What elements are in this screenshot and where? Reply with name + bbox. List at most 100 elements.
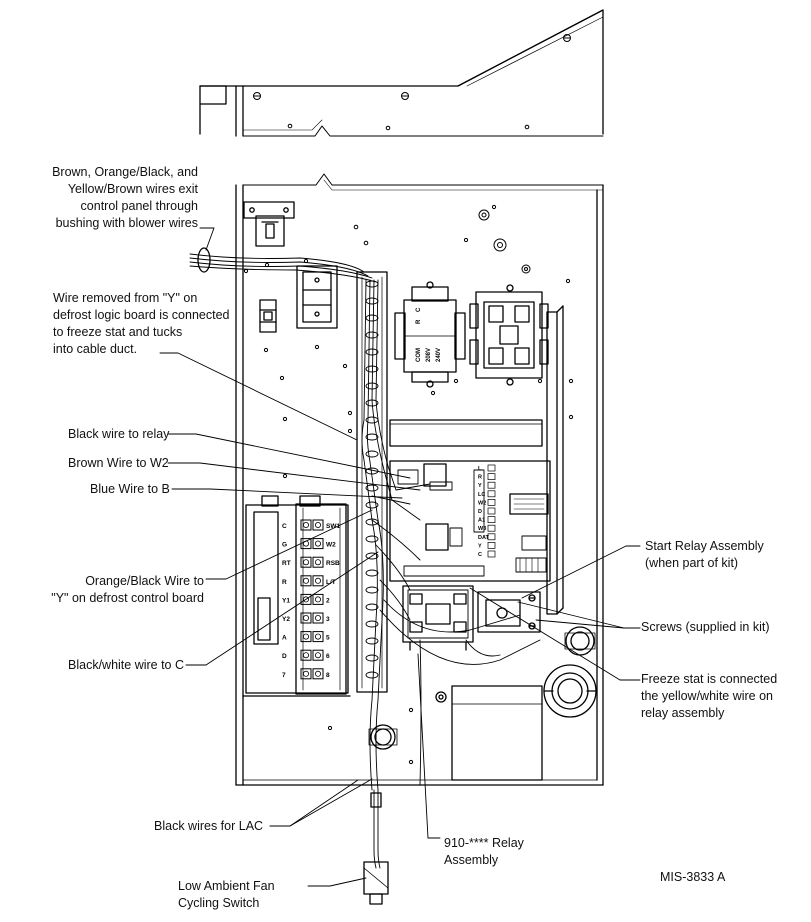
terminal-screw-right-head — [314, 633, 321, 640]
terminal-screw-left — [300, 593, 312, 605]
board-pin-label: Y — [478, 543, 482, 549]
terminal-screw-right-head — [314, 670, 321, 677]
terminal-screw-left — [300, 556, 312, 568]
callout-freeze-stat: Freeze stat is connected the yellow/whit… — [641, 671, 777, 722]
duct-slot — [365, 535, 379, 543]
callout-line: relay assembly — [641, 706, 725, 720]
callout-line: Orange/Black Wire to — [85, 574, 204, 588]
callout-screws: Screws (supplied in kit) — [641, 620, 770, 634]
board-pin — [487, 464, 496, 472]
duct-slot — [365, 586, 379, 594]
callout-line: to freeze stat and tucks — [53, 325, 183, 339]
terminal-left-label: R — [282, 579, 287, 586]
terminal-screw-right-head — [314, 577, 321, 584]
duct-slot — [365, 314, 379, 322]
terminal-screw-right — [312, 575, 324, 587]
defrost-control-board — [389, 460, 551, 582]
board-pin — [487, 542, 496, 549]
terminal-right-label: 8 — [326, 672, 330, 679]
terminal-screw-left — [300, 612, 312, 624]
board-pin-label: LC — [478, 492, 485, 498]
terminal-left-label: RT — [282, 560, 291, 567]
board-pin — [487, 533, 496, 541]
terminal-screw-left-head — [302, 577, 309, 584]
ground-lug — [259, 299, 277, 333]
callout-line: Start Relay Assembly — [645, 539, 764, 553]
cabinet-body — [235, 173, 604, 786]
blower-plug — [243, 201, 295, 247]
terminal-screw-left-head — [302, 615, 309, 622]
terminal-screw-right — [312, 631, 324, 643]
terminal-screw-left — [300, 649, 312, 661]
cable-duct — [356, 271, 388, 693]
board-pin — [487, 490, 496, 498]
callout-line: defrost logic board is connected — [53, 308, 230, 322]
din-rail — [389, 419, 543, 447]
board-pin — [487, 481, 496, 489]
callout-line: Brown, Orange/Black, and — [52, 165, 198, 179]
capacitor-block — [296, 265, 338, 329]
duct-slot — [365, 365, 379, 373]
callout-line: "Y" on defrost control board — [51, 591, 204, 605]
callout-relay-assembly: 910-**** Relay Assembly — [444, 835, 524, 869]
callout-black-wire-relay: Black wire to relay — [68, 427, 170, 441]
terminal-screw-left-head — [302, 596, 309, 603]
right-bracket — [546, 305, 564, 615]
callout-line: Cycling Switch — [178, 896, 260, 910]
board-pin-label: DAT — [478, 535, 490, 541]
cabinet-top — [199, 9, 604, 137]
terminal-right-label: L/T — [326, 579, 336, 586]
board-pin — [487, 507, 496, 515]
terminal-left-label: D — [282, 653, 287, 660]
callout-line: (when part of kit) — [645, 556, 739, 570]
board-pin — [487, 499, 496, 506]
callout-black-wires-lac: Black wires for LAC — [154, 819, 264, 833]
callout-orange-black: Orange/Black Wire to "Y" on defrost cont… — [30, 573, 204, 607]
terminal-right-label: 2 — [326, 597, 330, 604]
callout-wire-removed: Wire removed from "Y" on defrost logic b… — [53, 290, 230, 358]
terminal-right-label: 3 — [326, 616, 330, 623]
transformer-208v: 208V — [426, 348, 432, 362]
low-ambient-switch — [363, 792, 389, 905]
grommet-right — [564, 626, 596, 656]
top-screws — [253, 34, 571, 131]
terminal-screw-right-head — [314, 559, 321, 566]
panel-holes — [243, 204, 574, 765]
terminal-right-label: 5 — [326, 635, 330, 642]
duct-slot — [365, 331, 379, 339]
callout-line: 910-**** Relay — [444, 836, 524, 850]
terminal-screw-left — [300, 538, 312, 550]
board-pin — [487, 550, 496, 558]
board-pin — [487, 473, 496, 480]
terminal-screw-right-head — [314, 652, 321, 659]
callout-line: Freeze stat is connected — [641, 672, 778, 686]
board-pin-label: Y — [478, 483, 482, 489]
board-pin-label: C — [478, 552, 482, 558]
callout-line: control panel through — [80, 199, 198, 213]
board-pin-label: A1 — [478, 518, 485, 524]
leader-lines — [159, 227, 641, 887]
duct-slot — [365, 484, 379, 492]
terminal-screw-left — [300, 668, 312, 680]
duct-slot — [365, 501, 379, 509]
board-pin-label: W2 — [478, 500, 486, 506]
board-pin — [487, 524, 496, 532]
transformer-label: COM 208V 240V R C — [416, 307, 442, 362]
duct-slots — [365, 280, 379, 679]
terminal-screw-right — [312, 593, 324, 605]
transformer-240v: 240V — [436, 348, 442, 362]
terminal-screw-right-head — [314, 540, 321, 547]
board-pin-label: W3 — [478, 526, 486, 532]
terminal-screw-left-head — [302, 540, 309, 547]
duct-slot — [365, 637, 379, 645]
duct-slot — [365, 297, 379, 305]
duct-slot — [365, 433, 379, 441]
board-pin — [487, 516, 496, 523]
terminal-screw-left-head — [302, 652, 309, 659]
terminal-screw-right — [312, 556, 324, 568]
callout-brown-wire-w2: Brown Wire to W2 — [68, 456, 169, 470]
board-pin-label: D — [478, 509, 482, 515]
